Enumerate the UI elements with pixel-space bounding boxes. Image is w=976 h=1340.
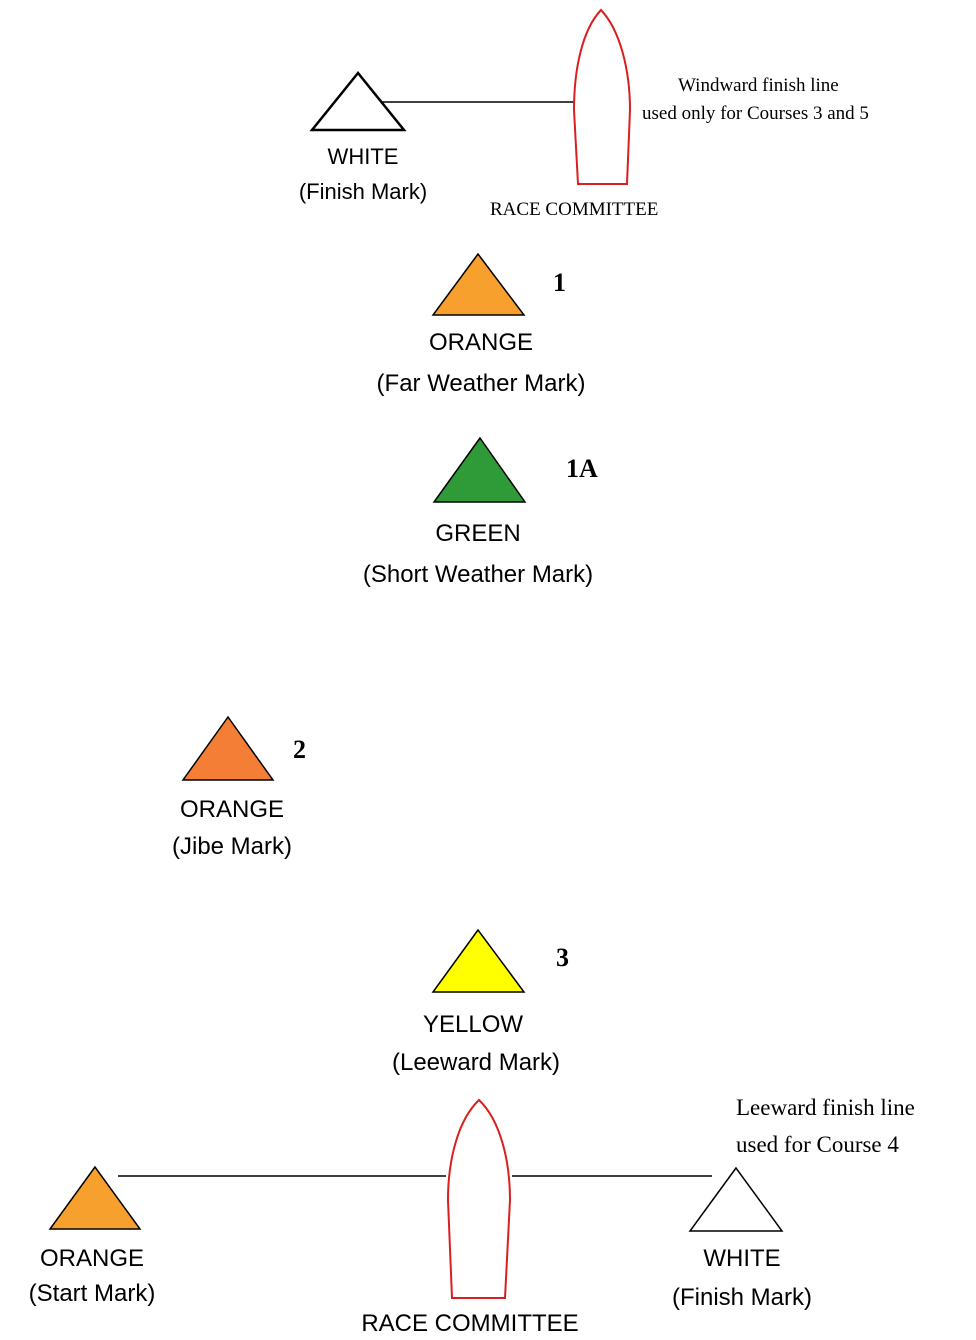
leeward-mark-description: (Leeward Mark) xyxy=(391,1049,561,1076)
far-weather-mark-icon xyxy=(431,252,526,316)
short-weather-mark-color: GREEN xyxy=(435,520,521,547)
short-weather-mark-number: 1A xyxy=(566,454,598,483)
leeward-finish-mark-description: (Finish Mark) xyxy=(671,1284,813,1311)
leeward-mark-number: 3 xyxy=(556,943,569,972)
jibe-mark-icon xyxy=(181,715,275,781)
windward-note-line1: Windward finish line xyxy=(678,75,839,96)
start-committee-label: RACE COMMITTEE xyxy=(361,1310,579,1337)
windward-note-line2: used only for Courses 3 and 5 xyxy=(642,103,869,124)
windward-finish-mark-description: (Finish Mark) xyxy=(298,179,428,204)
far-weather-mark-color: ORANGE xyxy=(428,329,534,356)
leeward-mark-icon xyxy=(431,928,526,993)
leeward-note-line1: Leeward finish line xyxy=(736,1095,915,1120)
far-weather-mark-description: (Far Weather Mark) xyxy=(376,370,586,397)
jibe-mark-description: (Jibe Mark) xyxy=(171,833,293,860)
start-committee-boat-icon xyxy=(446,1098,512,1299)
start-mark-description: (Start Mark) xyxy=(28,1280,156,1307)
short-weather-mark-description: (Short Weather Mark) xyxy=(362,561,594,588)
windward-committee-boat-icon xyxy=(572,8,632,185)
leeward-note-line2: used for Course 4 xyxy=(736,1132,899,1157)
start-mark-icon xyxy=(48,1165,142,1230)
leeward-mark-color: YELLOW xyxy=(422,1011,524,1038)
short-weather-mark-icon xyxy=(432,436,527,503)
start-mark-color: ORANGE xyxy=(39,1245,145,1272)
leeward-finish-mark-color: WHITE xyxy=(703,1245,781,1272)
windward-committee-label: RACE COMMITTEE xyxy=(490,199,659,220)
jibe-mark-number: 2 xyxy=(293,735,306,764)
windward-finish-mark-color: WHITE xyxy=(327,144,399,169)
far-weather-mark-number: 1 xyxy=(553,268,566,297)
windward-white-mark-icon xyxy=(309,71,407,132)
leeward-white-mark-icon xyxy=(688,1166,784,1232)
jibe-mark-color: ORANGE xyxy=(179,796,285,823)
